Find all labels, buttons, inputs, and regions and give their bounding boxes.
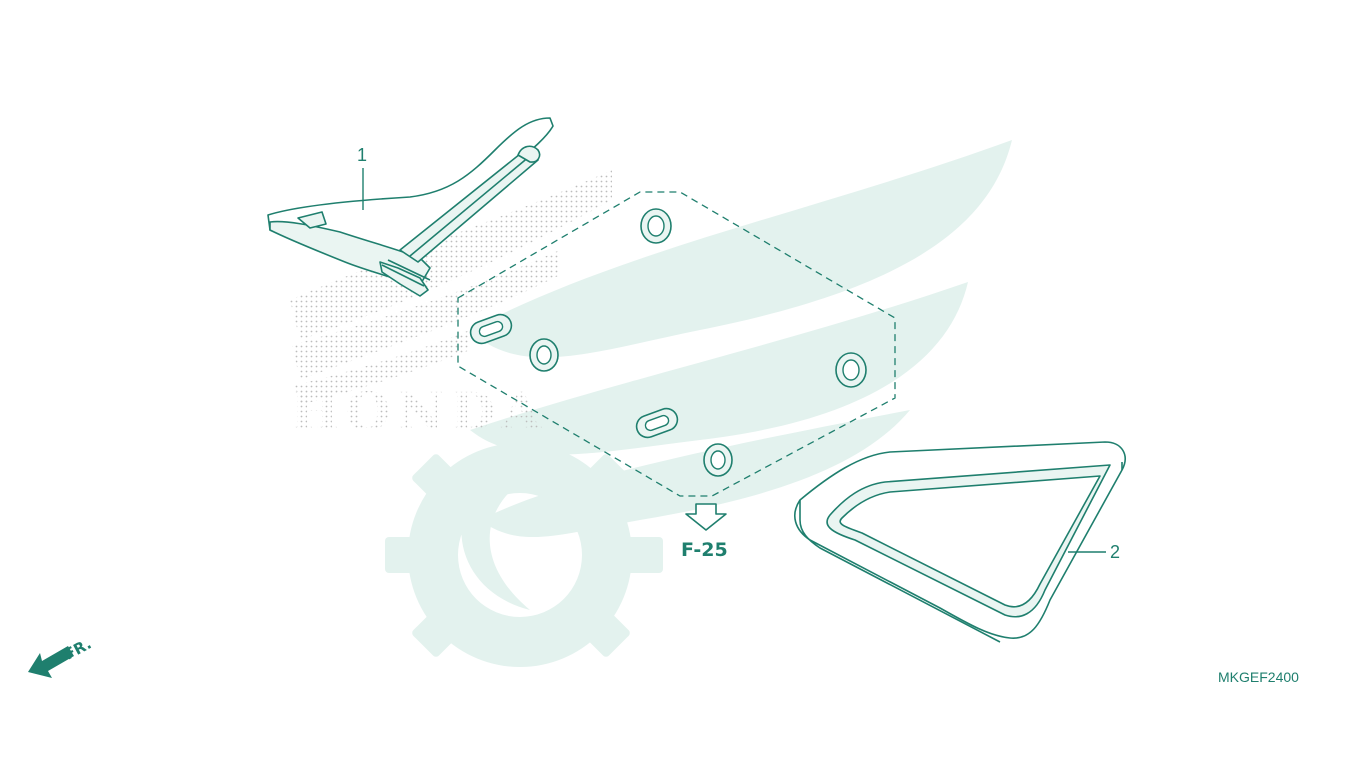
side-cover-part (794, 441, 1126, 643)
honda-wing-watermark (385, 140, 1012, 667)
wing-feather-top (470, 140, 1012, 358)
honda-watermark-text: HONDA (290, 382, 547, 443)
seat-part (267, 117, 554, 297)
grommet-round-1 (640, 208, 672, 244)
down-arrow-icon (685, 503, 727, 531)
front-direction-indicator: FR. (28, 635, 94, 678)
grommet-oval-1 (469, 313, 513, 345)
reference-link[interactable]: F-25 (681, 503, 728, 561)
diagram-code: MKGEF2400 (1218, 669, 1299, 685)
grommet-round-2 (529, 338, 559, 372)
seat-rail-inner (409, 155, 531, 257)
front-arrow-icon (28, 646, 74, 678)
honda-dotted-logo: HONDA (290, 170, 612, 443)
seat-rear-bracket (517, 145, 541, 163)
grommet-oval-2 (635, 407, 679, 439)
callout-2: 2 (1068, 542, 1120, 562)
wing-feather-lower (480, 410, 910, 538)
dashed-reference-box (457, 191, 896, 497)
callout-2-number: 2 (1110, 542, 1120, 562)
wing-feather-curl (461, 470, 540, 610)
grommet-round-3 (835, 352, 867, 388)
side-cover-inner-line (839, 475, 1101, 608)
wing-feather-middle (470, 282, 968, 455)
callout-1: 1 (357, 145, 367, 210)
grommet-round-4 (703, 443, 733, 477)
seat-front-hook (297, 211, 327, 229)
grommet-group (457, 191, 896, 497)
reference-label[interactable]: F-25 (681, 539, 728, 561)
callout-1-number: 1 (357, 145, 367, 165)
